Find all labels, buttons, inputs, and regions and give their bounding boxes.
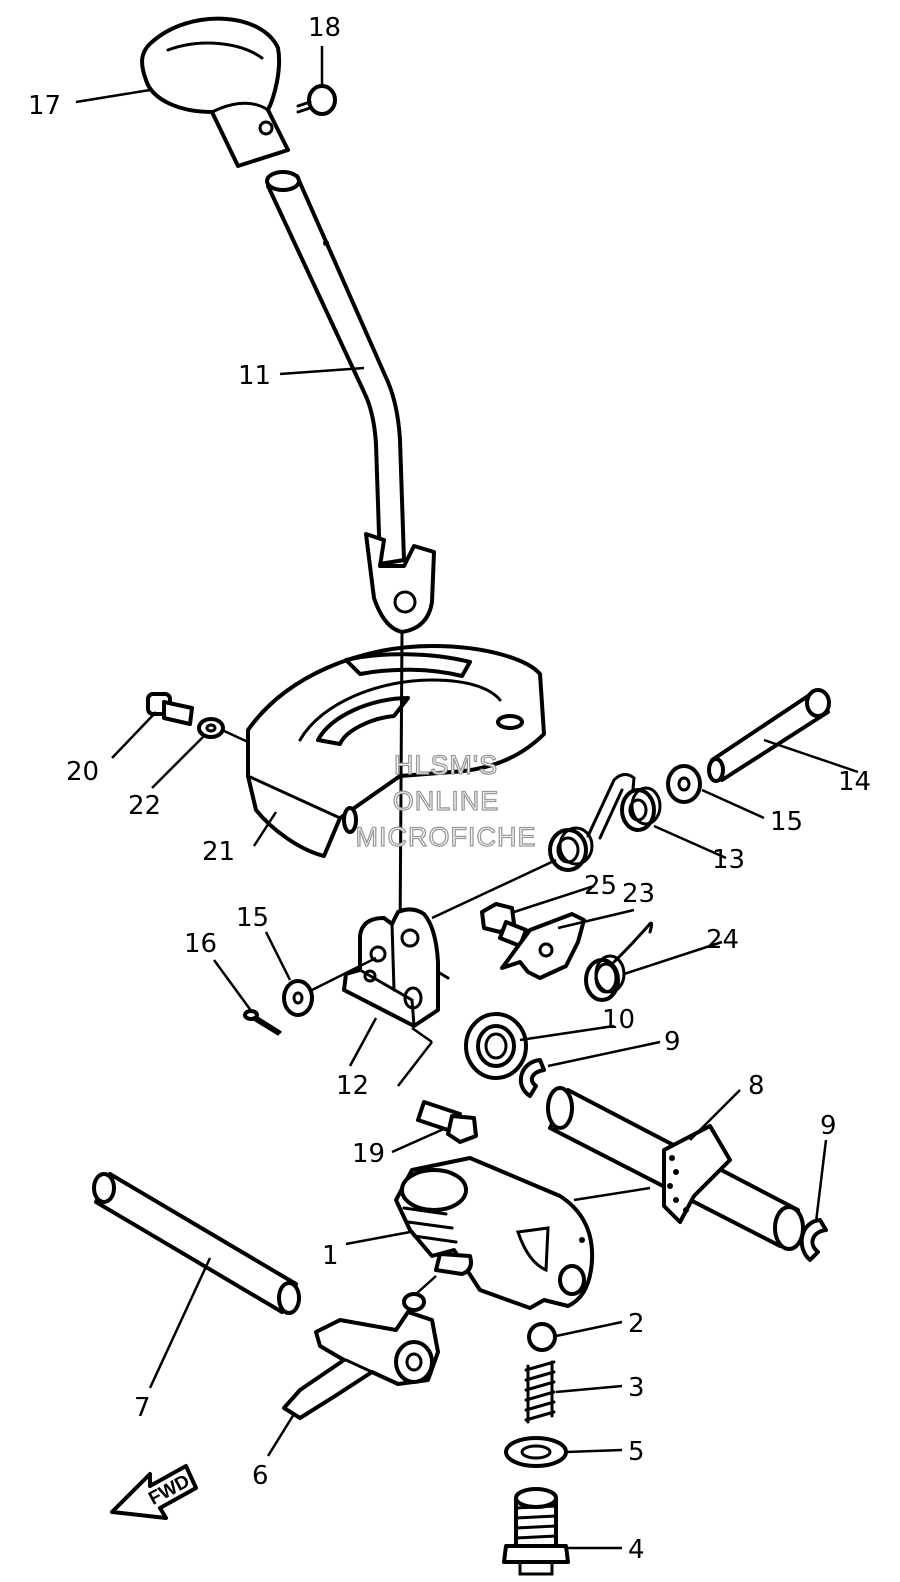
shift-lever-knob: [140, 16, 290, 168]
callout-6: 6: [252, 1461, 269, 1491]
leader-lines: [75, 46, 859, 1550]
shift-fork: [282, 1292, 440, 1420]
callout-24: 24: [706, 925, 739, 955]
circlip-upper: [518, 1058, 546, 1098]
callout-4: 4: [628, 1535, 645, 1565]
callout-1: 1: [322, 1241, 339, 1271]
shift-guide-plate: [246, 644, 546, 858]
fwd-direction-arrow: FWD: [110, 1464, 198, 1520]
plug-bolt: [502, 1487, 570, 1576]
fork-shaft: [92, 1172, 301, 1315]
callout-25: 25: [584, 871, 617, 901]
bolt-small: [480, 902, 528, 948]
callout-18: 18: [308, 13, 341, 43]
watermark-line-1: HLSM'S: [394, 750, 498, 780]
callout-9a: 9: [664, 1027, 681, 1057]
callout-17: 17: [28, 91, 61, 121]
callout-2: 2: [628, 1309, 645, 1339]
oil-seal: [464, 1012, 528, 1080]
callout-7: 7: [134, 1393, 151, 1423]
cotter-pin: [243, 1009, 282, 1036]
callout-15b: 15: [236, 903, 269, 933]
shift-lever-rod: [265, 170, 406, 566]
callout-21: 21: [202, 837, 235, 867]
bolt: [146, 692, 194, 726]
bolt-bracket: [416, 1100, 478, 1144]
shift-cam: [394, 1156, 595, 1310]
callout-labels: 17 18 11 20 22 21 14 15 13 25 23 24 15 1…: [28, 13, 871, 1565]
gasket: [504, 1436, 568, 1468]
callout-5: 5: [628, 1437, 645, 1467]
knob-screw: [296, 84, 337, 116]
callout-9b: 9: [820, 1111, 837, 1141]
callout-10: 10: [602, 1005, 635, 1035]
watermark-line-3: MICROFICHE: [356, 822, 537, 852]
callout-16: 16: [184, 929, 217, 959]
pin: [707, 688, 831, 783]
washer-left: [282, 979, 314, 1017]
circlip-lower: [799, 1218, 828, 1262]
rod-end-clevis: [364, 532, 436, 634]
watermark: HLSM'S ONLINE MICROFICHE: [355, 749, 537, 852]
callout-8: 8: [748, 1071, 765, 1101]
torsion-spring: [548, 773, 662, 872]
callout-14: 14: [838, 767, 871, 797]
callout-19: 19: [352, 1139, 385, 1169]
spring: [524, 1360, 556, 1424]
washer-right: [666, 764, 702, 804]
callout-23: 23: [622, 879, 655, 909]
watermark-line-2: ONLINE: [393, 786, 500, 816]
stopper-lever: [500, 912, 586, 980]
shift-shaft: [546, 1086, 805, 1251]
callout-13: 13: [712, 845, 745, 875]
callout-20: 20: [66, 757, 99, 787]
callout-12: 12: [336, 1071, 369, 1101]
coil-spring: [584, 921, 654, 1002]
callout-15a: 15: [770, 807, 803, 837]
callout-22: 22: [128, 791, 161, 821]
callout-3: 3: [628, 1373, 645, 1403]
ball: [527, 1322, 557, 1352]
shift-bracket: [342, 907, 450, 1028]
callout-11: 11: [238, 361, 271, 391]
washer: [197, 717, 225, 739]
